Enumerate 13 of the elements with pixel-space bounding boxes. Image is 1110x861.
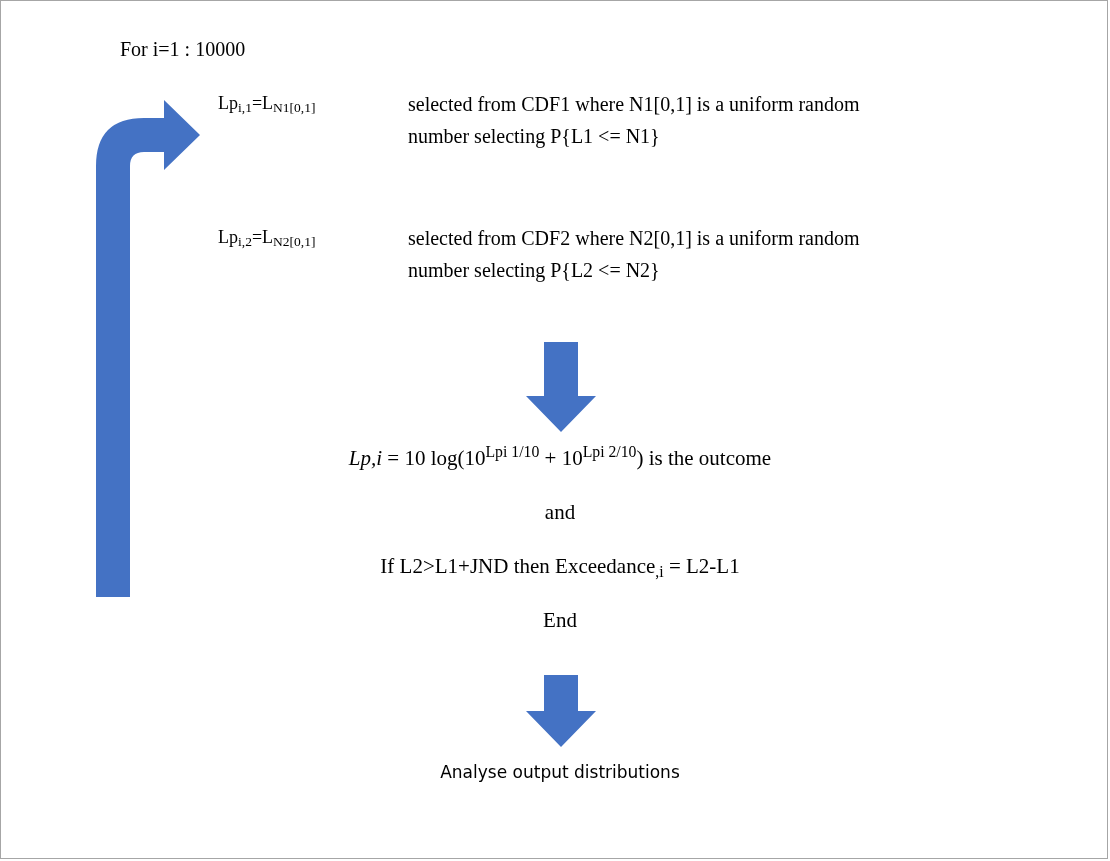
description-text: selected from CDF2 where N2[0,1] is a uniform random number selecting P{L2 <= N2}: [408, 226, 861, 284]
formula-text: Lp$_{i,2}$=L$_{N2[0,1]}$: [218, 226, 317, 252]
block-arrow: [526, 675, 596, 747]
equation-text: Lp,i = 10 log(10$^{Lpi 1/10}$ + 10$^{Lpi 2/10}$) is the outcome: [348, 442, 772, 472]
block-arrow: [96, 100, 200, 597]
formula-text: Lp$_{i,1}$=L$_{N1[0,1]}$: [218, 92, 317, 118]
statement-text: If L2>L1+JND then Exceedance$_{,i}$ = L2-L1: [380, 553, 740, 582]
statement-text: and: [544, 499, 576, 526]
loop-header-text: For i=1 : 10000: [120, 37, 246, 62]
statement-text: End: [543, 607, 577, 634]
block-arrow: [526, 342, 596, 432]
description-text: selected from CDF1 where N1[0,1] is a uniform random number selecting P{L1 <= N1}: [408, 92, 861, 150]
step-text: Analyse output distributions: [440, 761, 680, 785]
